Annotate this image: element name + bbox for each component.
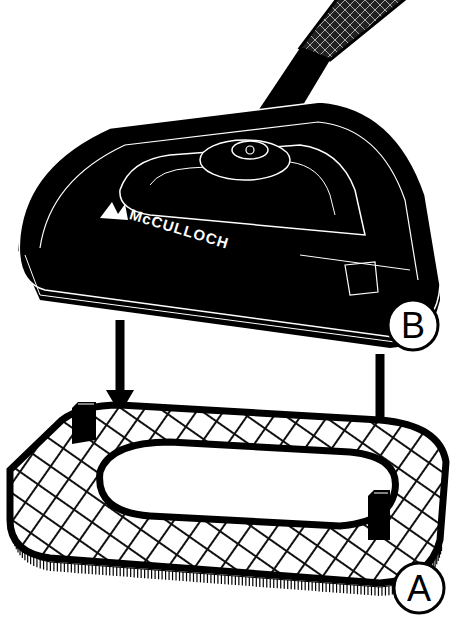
mop-head xyxy=(18,102,440,348)
pad-frame xyxy=(10,402,446,596)
callout-circle xyxy=(394,563,444,613)
callout-letter: A xyxy=(407,571,431,607)
callout-circle xyxy=(388,300,438,350)
callout-letter: B xyxy=(401,308,425,344)
